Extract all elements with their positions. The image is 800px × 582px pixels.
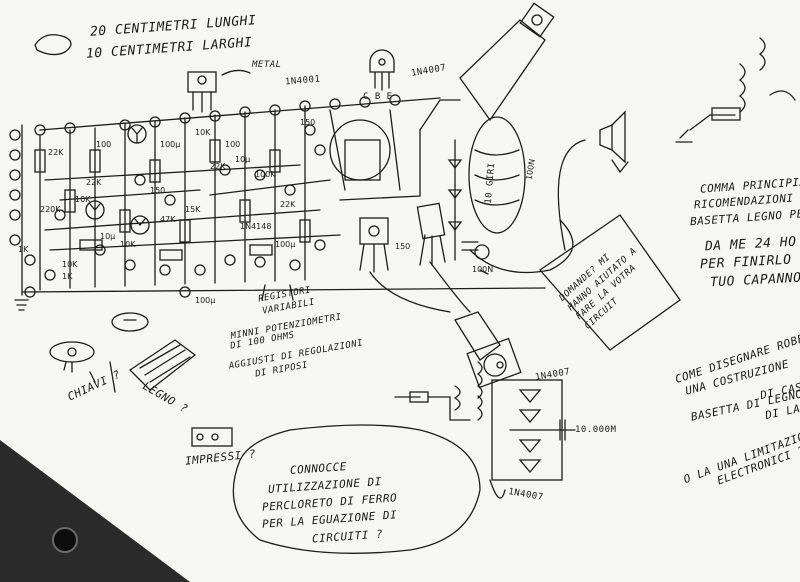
resistor-label: 10K xyxy=(120,240,136,249)
transistor-pins: C B E xyxy=(363,92,393,102)
capacitor-label: 100µ xyxy=(160,140,181,149)
resistor-label: 15K xyxy=(185,205,201,214)
resistor-label: 47K xyxy=(160,215,176,224)
resistor-label: 10K xyxy=(195,128,211,137)
resistor-label: 100 xyxy=(96,140,112,149)
capacitor-label: 100µ xyxy=(275,240,296,249)
resistor-label: 150 xyxy=(395,242,411,251)
bracket-arm xyxy=(459,19,546,122)
ground-bus xyxy=(21,287,546,293)
resistor-label: 10K xyxy=(75,195,91,204)
resistor-label: 22K xyxy=(86,178,102,187)
question-cloud xyxy=(232,424,481,554)
capacitor-label: 10µ xyxy=(100,232,116,241)
note-box xyxy=(539,214,681,351)
resistor-label: 1N4148 xyxy=(240,222,272,231)
resistor-label: 1K xyxy=(18,245,29,254)
resistor-label: 100 xyxy=(225,140,241,149)
capacitor-label: 10µ xyxy=(235,155,251,164)
resistor-label: 100N xyxy=(472,265,494,274)
resistor-label: 1K xyxy=(62,272,73,281)
resistor-label: 150 xyxy=(150,186,166,195)
capacitor-label: 100µ xyxy=(195,296,216,305)
resistor-label: 220K xyxy=(40,205,61,214)
binder-hole xyxy=(52,527,78,553)
capacitor-bottom-label: 10.000µ xyxy=(575,425,617,435)
resistor-label: 100K xyxy=(255,170,276,179)
scribble-mark xyxy=(34,34,72,56)
scan-corner-shadow xyxy=(0,440,190,582)
resistor-label: 22K xyxy=(210,162,226,171)
resistor-label: 22K xyxy=(280,200,296,209)
resistor-label: 10K xyxy=(62,260,78,269)
metal-label: METAL xyxy=(252,60,282,70)
resistor-label: 150 xyxy=(300,118,316,127)
resistor-label: 22K xyxy=(48,148,64,157)
